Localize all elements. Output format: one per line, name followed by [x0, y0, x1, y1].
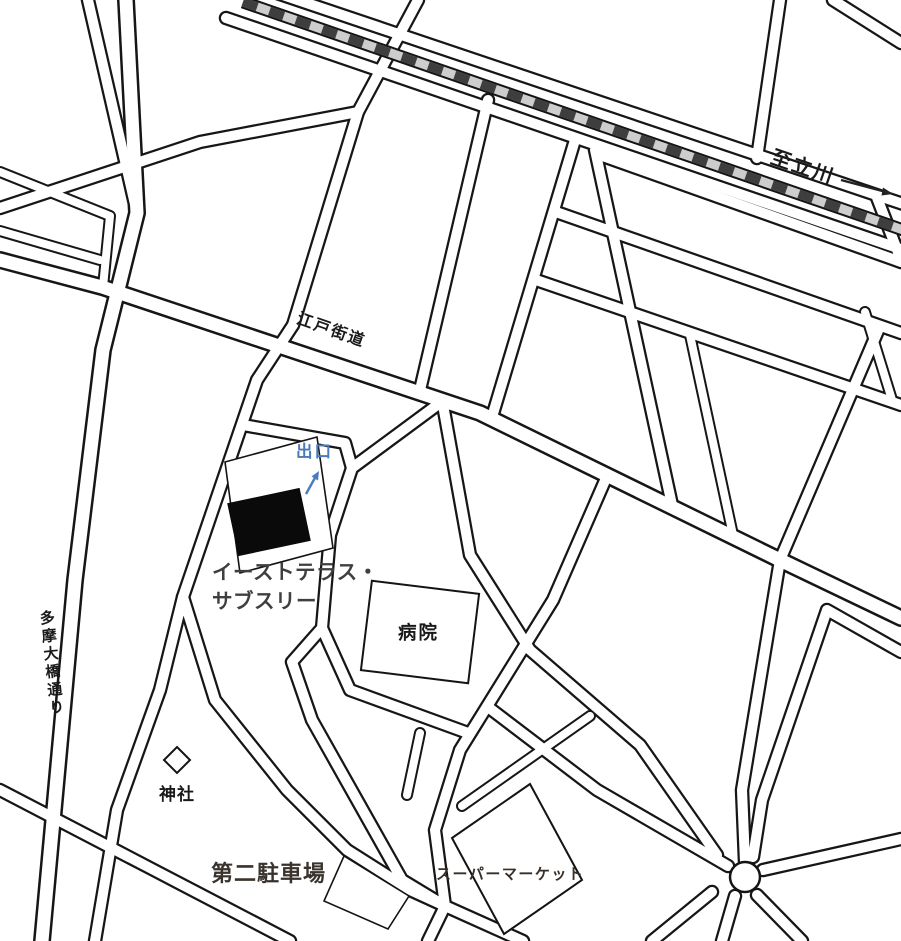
- direction-arrow-icon: [840, 178, 893, 196]
- shrine-marker: [162, 745, 192, 775]
- parking-lot-hatched: [322, 854, 411, 931]
- label-supermarket: スーパーマーケット: [436, 866, 585, 883]
- destination-site: [224, 435, 334, 575]
- railway-line: [240, 0, 901, 237]
- label-hospital: 病院: [398, 622, 440, 643]
- supermarket-building: [450, 782, 584, 936]
- roundabout: [728, 860, 762, 894]
- road-edo-kaido: [0, 253, 901, 625]
- label-exit: 出口: [296, 443, 333, 461]
- label-destination-line2: サブスリー: [212, 590, 317, 613]
- exit-arrow-icon: [304, 471, 319, 495]
- label-destination: イーストテラス・ サブスリー: [212, 558, 379, 616]
- label-parking: 第二駐車場: [211, 861, 327, 886]
- destination-building: [227, 487, 311, 557]
- label-destination-line1: イーストテラス・: [212, 561, 379, 584]
- road-tama-ohashi-dori: [35, 0, 144, 941]
- hospital-building: [359, 579, 481, 685]
- label-shrine: 神社: [159, 785, 195, 804]
